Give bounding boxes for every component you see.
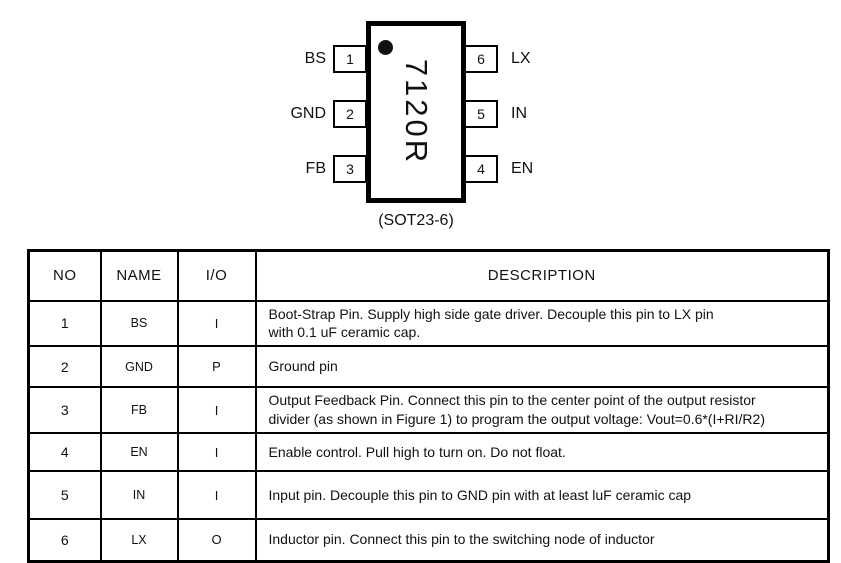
cell-no: 6 bbox=[27, 518, 102, 563]
pin-box-6: 6 bbox=[464, 45, 498, 73]
cell-no: 4 bbox=[27, 432, 102, 473]
cell-name: EN bbox=[99, 432, 179, 473]
table-row-pin-6: 6 LX O Inductor pin. Connect this pin to… bbox=[27, 518, 830, 563]
table-row-pin-1: 1 BS I Boot-Strap Pin. Supply high side … bbox=[27, 299, 830, 348]
ic-part-number-text: 7120R bbox=[399, 58, 435, 166]
cell-name: IN bbox=[99, 470, 179, 521]
pin-box-1: 1 bbox=[333, 45, 367, 73]
cell-io: I bbox=[176, 470, 257, 521]
cell-io: I bbox=[176, 299, 257, 348]
ic-part-number: 7120R bbox=[366, 21, 466, 203]
pin-number-4: 4 bbox=[477, 161, 485, 177]
pin-box-4: 4 bbox=[464, 155, 498, 183]
pin-number-3: 3 bbox=[346, 161, 354, 177]
package-pinout-diagram: 7120R 1 2 3 6 5 4 BS GND FB LX IN EN (SO… bbox=[0, 0, 841, 245]
pin-number-2: 2 bbox=[346, 106, 354, 122]
pin-label-en: EN bbox=[511, 160, 534, 177]
column-header-description: DESCRIPTION bbox=[254, 249, 830, 302]
cell-io: O bbox=[176, 518, 257, 563]
cell-no: 5 bbox=[27, 470, 102, 521]
pin-number-6: 6 bbox=[477, 51, 485, 67]
cell-description: Output Feedback Pin. Connect this pin to… bbox=[254, 386, 830, 435]
table-row-pin-2: 2 GND P Ground pin bbox=[27, 345, 830, 389]
table-header-row: NO NAME I/O DESCRIPTION bbox=[27, 249, 830, 302]
cell-no: 3 bbox=[27, 386, 102, 435]
cell-description: Boot-Strap Pin. Supply high side gate dr… bbox=[254, 299, 830, 348]
cell-name: FB bbox=[99, 386, 179, 435]
cell-name: GND bbox=[99, 345, 179, 389]
pin-label-in: IN bbox=[511, 105, 527, 122]
column-header-io: I/O bbox=[176, 249, 257, 302]
pin1-indicator-dot-icon bbox=[378, 40, 393, 55]
pin-label-bs: BS bbox=[304, 50, 326, 67]
cell-description: Ground pin bbox=[254, 345, 830, 389]
pin-label-gnd: GND bbox=[290, 105, 326, 122]
cell-description: Inductor pin. Connect this pin to the sw… bbox=[254, 518, 830, 563]
cell-name: LX bbox=[99, 518, 179, 563]
pin-number-5: 5 bbox=[477, 106, 485, 122]
cell-io: I bbox=[176, 432, 257, 473]
cell-description: Input pin. Decouple this pin to GND pin … bbox=[254, 470, 830, 521]
table-row-pin-4: 4 EN I Enable control. Pull high to turn… bbox=[27, 432, 830, 473]
cell-name: BS bbox=[99, 299, 179, 348]
column-header-no: NO bbox=[27, 249, 102, 302]
cell-no: 1 bbox=[27, 299, 102, 348]
table-row-pin-3: 3 FB I Output Feedback Pin. Connect this… bbox=[27, 386, 830, 435]
pin-box-5: 5 bbox=[464, 100, 498, 128]
cell-description: Enable control. Pull high to turn on. Do… bbox=[254, 432, 830, 473]
package-type-caption: (SOT23-6) bbox=[378, 212, 454, 229]
pin-box-3: 3 bbox=[333, 155, 367, 183]
table-row-pin-5: 5 IN I Input pin. Decouple this pin to G… bbox=[27, 470, 830, 521]
pin-label-lx: LX bbox=[511, 50, 531, 67]
cell-io: I bbox=[176, 386, 257, 435]
pin-description-table: NO NAME I/O DESCRIPTION 1 BS I Boot-Stra… bbox=[27, 249, 830, 563]
pin-number-1: 1 bbox=[346, 51, 354, 67]
cell-no: 2 bbox=[27, 345, 102, 389]
cell-io: P bbox=[176, 345, 257, 389]
column-header-name: NAME bbox=[99, 249, 179, 302]
pin-label-fb: FB bbox=[305, 160, 326, 177]
pin-box-2: 2 bbox=[333, 100, 367, 128]
